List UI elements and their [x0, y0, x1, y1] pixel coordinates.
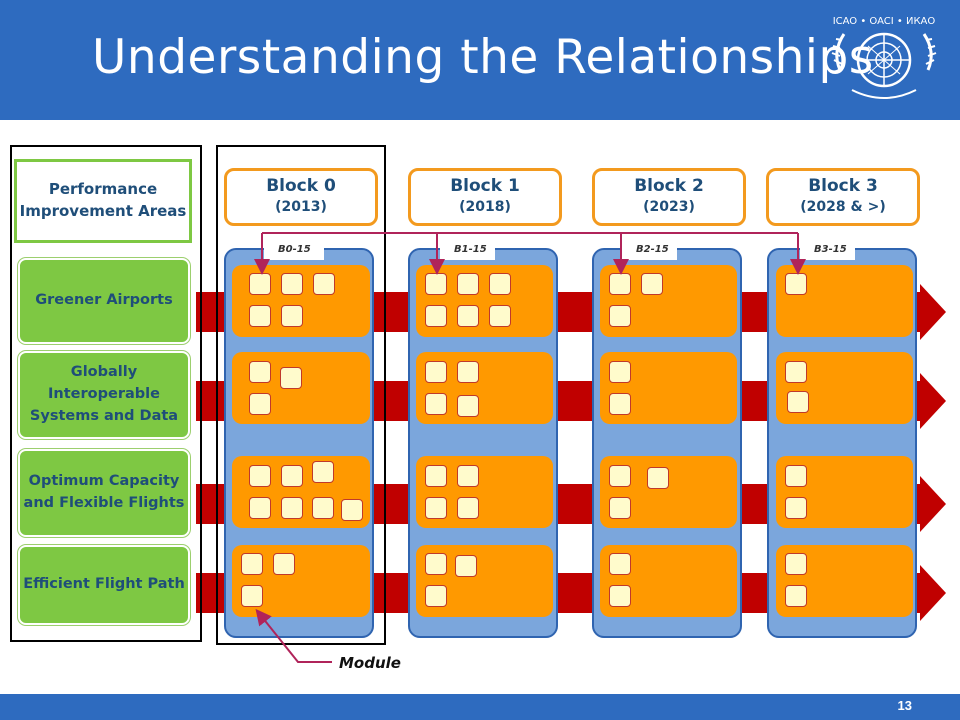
block-0-name: Block 0	[266, 176, 336, 196]
module-square	[281, 273, 303, 295]
arrow-head-4	[920, 565, 946, 621]
pia-interoperable-systems: Globally Interoperable Systems and Data	[18, 351, 190, 439]
block-0-year: (2013)	[275, 199, 327, 215]
module-square	[787, 391, 809, 413]
block-2-name: Block 2	[634, 176, 704, 196]
block-1-name: Block 1	[450, 176, 520, 196]
module-square	[489, 273, 511, 295]
module-square	[425, 465, 447, 487]
module-square	[273, 553, 295, 575]
block-3-tab: B3-15	[800, 240, 855, 260]
module-square	[609, 465, 631, 487]
module-square	[313, 273, 335, 295]
module-square	[455, 555, 477, 577]
module-square	[425, 585, 447, 607]
module-square	[341, 499, 363, 521]
slide-title: Understanding the Relationships	[92, 30, 874, 85]
module-square	[249, 465, 271, 487]
module-square	[457, 361, 479, 383]
arrow-head-3	[920, 476, 946, 532]
page-number: 13	[897, 698, 912, 713]
block-0-highlight-frame	[216, 145, 386, 645]
block-0-tab: B0-15	[264, 240, 324, 260]
module-square	[457, 497, 479, 519]
title-bar: Understanding the Relationships ICAO • O…	[0, 0, 960, 120]
module-square	[785, 497, 807, 519]
arrow-head-2	[920, 373, 946, 429]
module-square	[312, 461, 334, 483]
block-0-header: Block 0 (2013)	[224, 168, 378, 226]
module-square	[312, 497, 334, 519]
block-2-header: Block 2 (2023)	[592, 168, 746, 226]
module-square	[609, 553, 631, 575]
module-square	[785, 361, 807, 383]
module-square	[641, 273, 663, 295]
module-square	[280, 367, 302, 389]
module-square	[609, 393, 631, 415]
module-square	[281, 497, 303, 519]
module-square	[609, 497, 631, 519]
module-square	[281, 305, 303, 327]
module-square	[457, 465, 479, 487]
arrow-head-1	[920, 284, 946, 340]
block-1-year: (2018)	[459, 199, 511, 215]
module-square	[249, 497, 271, 519]
module-square	[425, 393, 447, 415]
module-square	[785, 465, 807, 487]
block-2-tab: B2-15	[622, 240, 677, 260]
pia-efficient-flight-path: Efficient Flight Path	[18, 545, 190, 625]
module-square	[785, 553, 807, 575]
module-square	[785, 585, 807, 607]
pia-header: Performance Improvement Areas	[14, 159, 192, 243]
module-square	[647, 467, 669, 489]
block-1-header: Block 1 (2018)	[408, 168, 562, 226]
module-square	[609, 585, 631, 607]
module-square	[241, 585, 263, 607]
module-pointer	[255, 608, 332, 663]
module-square	[425, 497, 447, 519]
module-square	[609, 305, 631, 327]
block-3-year: (2028 & >)	[800, 199, 886, 215]
block-3-name: Block 3	[808, 176, 878, 196]
module-square	[249, 393, 271, 415]
icao-logo-icon: ICAO • OACI • ИКАО	[831, 16, 937, 99]
module-square	[425, 553, 447, 575]
block-3-header: Block 3 (2028 & >)	[766, 168, 920, 226]
pia-frame	[10, 145, 202, 642]
logo-text: ICAO • OACI • ИКАО	[833, 16, 936, 27]
footer-bar: 13	[0, 694, 960, 720]
pia-optimum-capacity: Optimum Capacity and Flexible Flights	[18, 449, 190, 537]
block-1-tab: B1-15	[440, 240, 495, 260]
module-square	[281, 465, 303, 487]
module-square	[249, 361, 271, 383]
module-square	[457, 395, 479, 417]
module-square	[425, 305, 447, 327]
module-square	[457, 305, 479, 327]
module-square	[241, 553, 263, 575]
module-square	[249, 305, 271, 327]
module-square	[457, 273, 479, 295]
module-label: Module	[339, 654, 401, 672]
pia-greener-airports: Greener Airports	[18, 258, 190, 344]
module-square	[609, 361, 631, 383]
block-2-year: (2023)	[643, 199, 695, 215]
module-square	[425, 361, 447, 383]
module-square	[489, 305, 511, 327]
